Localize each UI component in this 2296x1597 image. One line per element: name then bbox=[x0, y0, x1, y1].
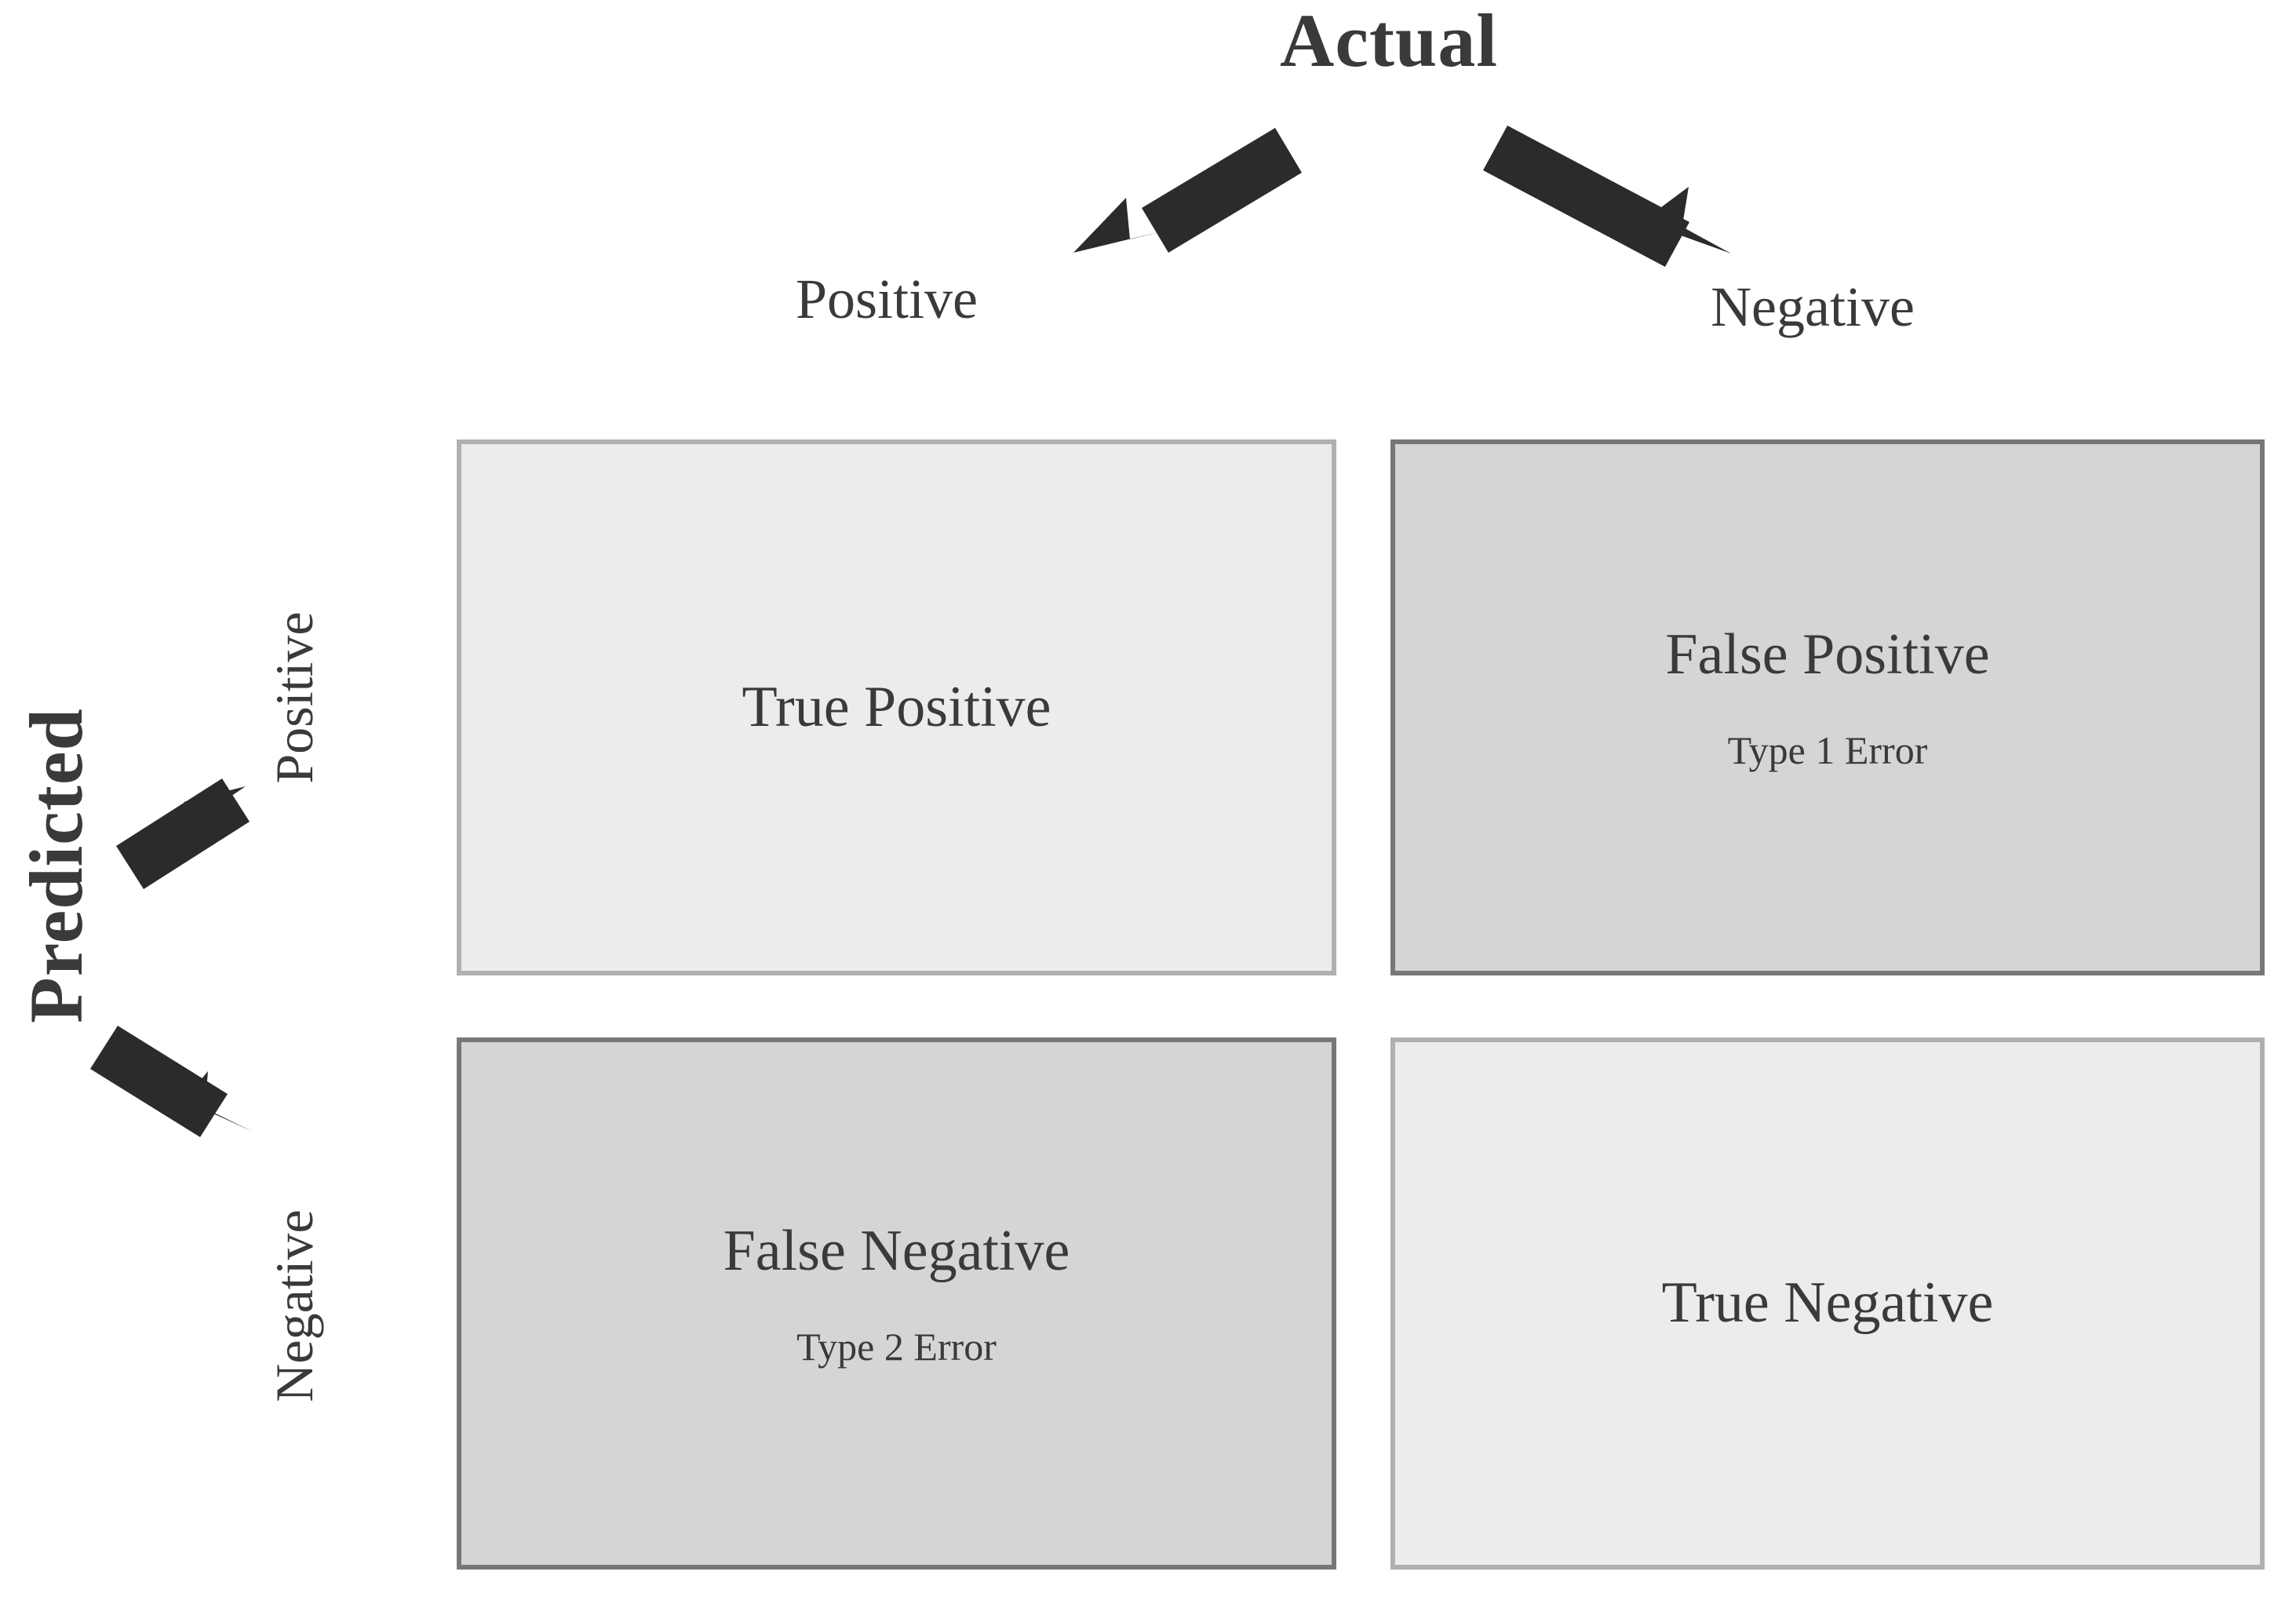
cell-false-negative[interactable]: False Negative Type 2 Error bbox=[457, 1037, 1336, 1570]
predicted-to-negative-arrow-icon bbox=[90, 1026, 253, 1137]
row-label-positive: Positive bbox=[264, 611, 324, 784]
cell-true-positive[interactable]: True Positive bbox=[457, 439, 1336, 975]
cell-false-negative-title: False Negative bbox=[723, 1218, 1070, 1283]
cell-true-positive-title: True Positive bbox=[742, 674, 1051, 739]
actual-to-negative-arrow-icon bbox=[1483, 126, 1731, 267]
cell-false-positive-title: False Positive bbox=[1665, 622, 1990, 687]
actual-axis-title: Actual bbox=[1280, 0, 1498, 82]
cell-false-negative-subtitle: Type 2 Error bbox=[796, 1324, 997, 1369]
cell-true-negative[interactable]: True Negative bbox=[1390, 1037, 2265, 1570]
cell-false-positive-subtitle: Type 1 Error bbox=[1727, 728, 1928, 773]
cell-true-negative-title: True Negative bbox=[1661, 1271, 1994, 1336]
predicted-to-positive-arrow-icon bbox=[116, 778, 250, 889]
predicted-axis-title: Predicted bbox=[14, 708, 98, 1023]
column-label-positive: Positive bbox=[795, 268, 979, 330]
cell-false-positive[interactable]: False Positive Type 1 Error bbox=[1390, 439, 2265, 975]
row-label-negative: Negative bbox=[264, 1209, 324, 1402]
column-label-negative: Negative bbox=[1711, 275, 1915, 338]
actual-to-positive-arrow-icon bbox=[1073, 128, 1302, 253]
